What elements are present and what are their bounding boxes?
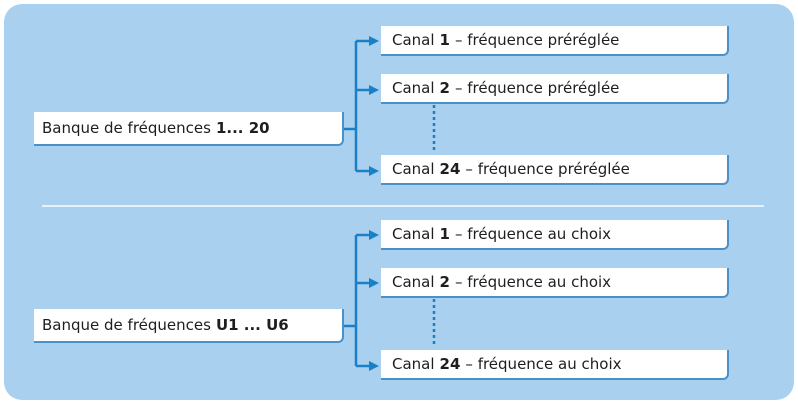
- arrow-head-icon: [369, 166, 379, 176]
- channel-description: – fréquence au choix: [465, 355, 622, 373]
- channel-label: Canal: [392, 79, 435, 97]
- bank-2-channel-1: Canal 1 – fréquence au choix: [381, 220, 729, 250]
- channel-number: 2: [439, 273, 450, 291]
- arrow-head-icon: [369, 278, 379, 288]
- channel-number: 2: [439, 79, 450, 97]
- channel-description: – fréquence préréglée: [465, 160, 630, 178]
- bank-1-channel-2: Canal 2 – fréquence préréglée: [381, 74, 729, 104]
- channel-label: Canal: [392, 160, 435, 178]
- bank-1-prefix: Banque de fréquences: [42, 119, 211, 137]
- channel-label: Canal: [392, 355, 435, 373]
- bank-1-channel-24: Canal 24 – fréquence préréglée: [381, 155, 729, 185]
- bank-2-prefix: Banque de fréquences: [42, 316, 211, 334]
- channel-description: – fréquence préréglée: [454, 79, 620, 97]
- channel-label: Canal: [392, 31, 435, 49]
- channel-number: 24: [439, 160, 461, 178]
- channel-number: 1: [439, 225, 450, 243]
- group-separator: [42, 205, 764, 207]
- arrow-head-icon: [369, 361, 379, 371]
- bank-1-range: 1... 20: [215, 119, 270, 137]
- bank-1-channel-1: Canal 1 – fréquence préréglée: [381, 26, 729, 56]
- channel-description: – fréquence préréglée: [454, 31, 620, 49]
- arrow-head-icon: [369, 230, 379, 240]
- arrow-head-icon: [369, 36, 379, 46]
- channel-number: 1: [439, 31, 450, 49]
- channel-description: – fréquence au choix: [454, 273, 612, 291]
- bank-2-channel-24: Canal 24 – fréquence au choix: [381, 350, 729, 380]
- channel-label: Canal: [392, 273, 435, 291]
- bank-2-range: U1 ... U6: [215, 316, 289, 334]
- channel-description: – fréquence au choix: [454, 225, 612, 243]
- connector-lines: [344, 36, 436, 371]
- bank-2-channel-2: Canal 2 – fréquence au choix: [381, 268, 729, 298]
- bank-2-box: Banque de fréquences U1 ... U6: [34, 309, 344, 343]
- channel-number: 24: [439, 355, 461, 373]
- diagram-panel: Banque de fréquences 1... 20 Canal 1 – f…: [4, 4, 794, 400]
- channel-label: Canal: [392, 225, 435, 243]
- arrow-head-icon: [369, 85, 379, 95]
- bank-1-box: Banque de fréquences 1... 20: [34, 112, 344, 146]
